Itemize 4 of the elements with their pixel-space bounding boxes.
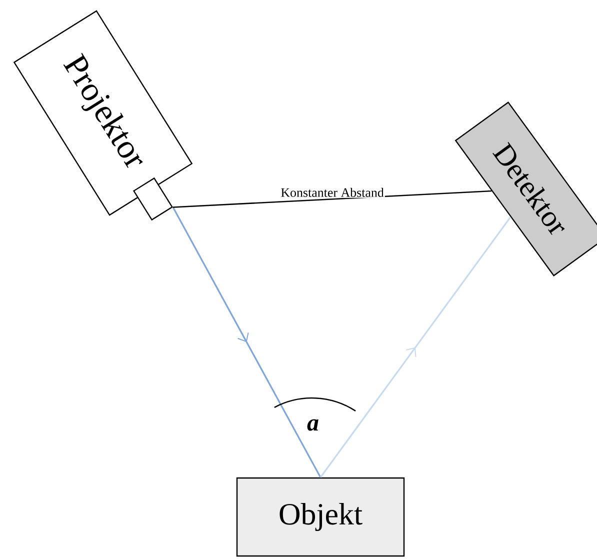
angle-label: a [307,419,318,431]
object-box: Objekt [236,477,405,557]
connector-line [172,190,492,208]
edge-label: Konstanter Abstand [280,186,385,198]
